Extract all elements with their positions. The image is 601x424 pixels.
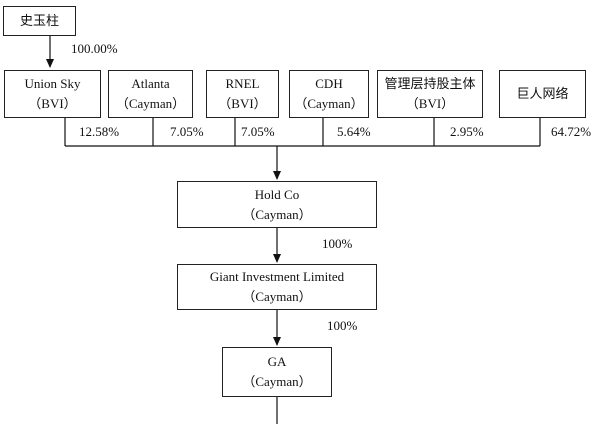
node-rnel-name: RNEL (225, 76, 260, 91)
node-giant-investment-name: Giant Investment Limited (209, 269, 345, 284)
pct-mgmt: 2.95% (450, 124, 484, 139)
node-ga: GA （Cayman） (222, 347, 332, 397)
pct-top-to-union-sky: 100.00% (71, 41, 118, 56)
node-giant-investment-jurisdiction: （Cayman） (242, 289, 312, 304)
node-holdco: Hold Co （Cayman） (177, 181, 377, 228)
node-ga-jurisdiction: （Cayman） (242, 374, 312, 389)
node-rnel-jurisdiction: （BVI） (218, 96, 267, 111)
node-top-name: 史玉柱 (19, 13, 59, 28)
node-mgmt-name: 管理层持股主体 (384, 76, 476, 91)
pct-giant-investment-to-ga: 100% (327, 318, 358, 333)
node-atlanta: Atlanta （Cayman） (108, 70, 193, 118)
node-atlanta-name: Atlanta (131, 76, 170, 91)
pct-holdco-to-giant-investment: 100% (322, 236, 353, 251)
node-top-shareholder: 史玉柱 (3, 6, 76, 36)
pct-union-sky: 12.58% (79, 124, 120, 139)
node-union-sky: Union Sky （BVI） (4, 70, 101, 118)
node-giant-investment: Giant Investment Limited （Cayman） (177, 264, 377, 310)
node-union-sky-name: Union Sky (24, 76, 81, 91)
node-giant-network-name: 巨人网络 (516, 86, 569, 101)
node-cdh-jurisdiction: （Cayman） (294, 96, 364, 111)
node-rnel: RNEL （BVI） (206, 70, 279, 118)
node-holdco-jurisdiction: （Cayman） (242, 206, 312, 222)
pct-giant-network: 64.72% (551, 124, 592, 139)
node-cdh-name: CDH (315, 76, 343, 91)
node-mgmt-jurisdiction: （BVI） (405, 96, 455, 111)
pct-atlanta: 7.05% (170, 124, 204, 139)
node-union-sky-jurisdiction: （BVI） (28, 96, 77, 111)
node-cdh: CDH （Cayman） (289, 70, 369, 118)
node-ga-name: GA (267, 354, 287, 369)
node-atlanta-jurisdiction: （Cayman） (115, 96, 186, 111)
node-management-holding: 管理层持股主体 （BVI） (377, 70, 483, 118)
pct-cdh: 5.64% (337, 124, 371, 139)
node-holdco-name: Hold Co (254, 186, 300, 202)
pct-rnel: 7.05% (241, 124, 275, 139)
node-giant-network: 巨人网络 (499, 70, 586, 118)
